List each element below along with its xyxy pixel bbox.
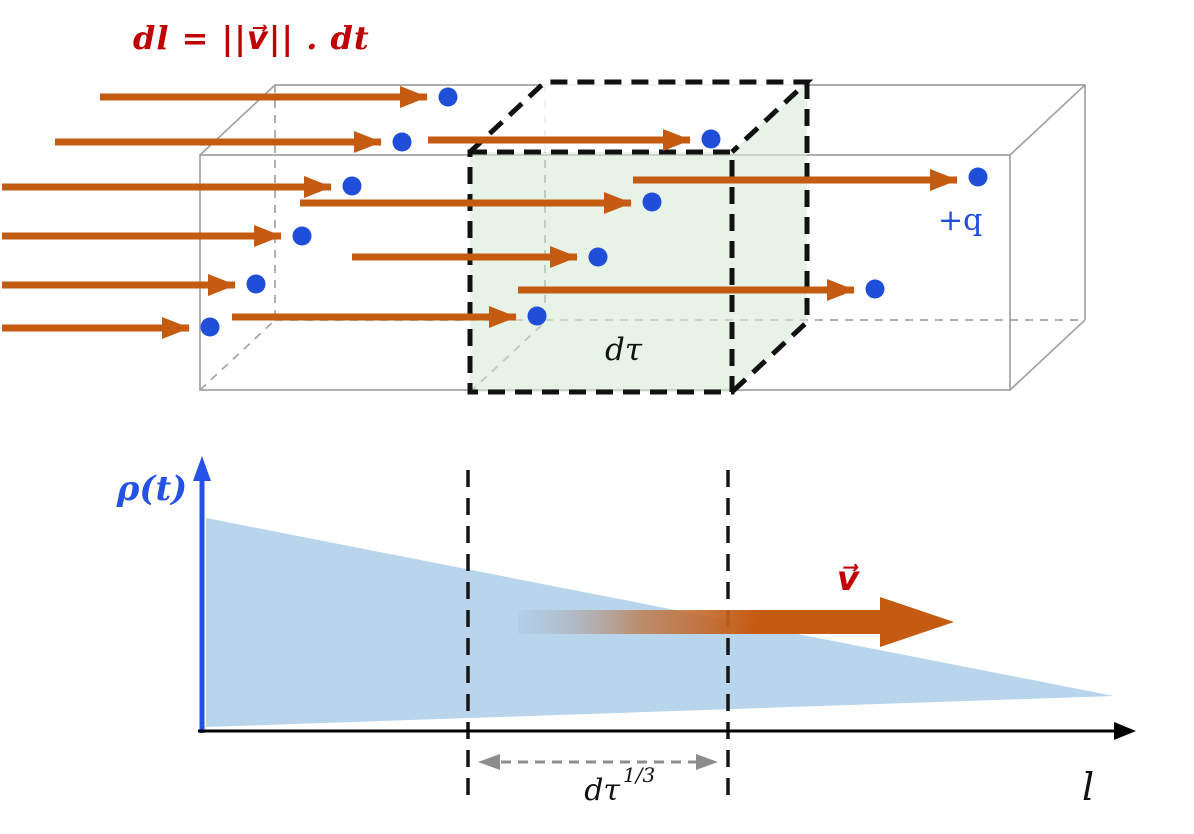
volume-cube-edges xyxy=(467,79,814,395)
charge-dots xyxy=(200,87,988,337)
charge-label: +q xyxy=(938,203,982,238)
width-label-sup: 1/3 xyxy=(623,763,655,787)
box-bottom-right-edge xyxy=(1009,319,1086,391)
cube-right-edges xyxy=(730,82,810,394)
charge-dot xyxy=(527,306,547,326)
width-arrowhead-right xyxy=(696,754,718,770)
charge-dot xyxy=(292,226,312,246)
box-hidden-diagonal-edge xyxy=(199,319,276,391)
charge-dot xyxy=(968,167,988,187)
y-axis xyxy=(193,456,211,733)
charge-dot xyxy=(701,129,721,149)
volume-label: dτ xyxy=(605,332,643,368)
volume-cube-faces xyxy=(470,82,807,392)
charge-dot xyxy=(342,176,362,196)
charge-dot xyxy=(200,317,220,337)
cube-front-face xyxy=(470,152,732,392)
velocity-arrows xyxy=(2,86,958,339)
y-axis-arrowhead xyxy=(193,456,211,481)
cube-top-face xyxy=(470,82,807,152)
box-top-right-edge xyxy=(1009,84,1086,156)
charge-dot xyxy=(246,274,266,294)
cube-right-face xyxy=(732,82,807,392)
charge-dot xyxy=(438,87,458,107)
cube-top-edges xyxy=(468,79,814,154)
x-axis-arrowhead xyxy=(1114,722,1136,740)
volume-width-markers xyxy=(466,470,730,806)
density-axis-label: ρ(t) xyxy=(116,469,188,509)
length-axis-label: l xyxy=(1082,765,1094,809)
width-label-base: dτ xyxy=(584,773,620,808)
width-arrowhead-left xyxy=(478,754,500,770)
x-axis xyxy=(198,722,1136,740)
charge-dot xyxy=(588,247,608,267)
width-double-arrow xyxy=(478,754,718,770)
charge-dot xyxy=(642,192,662,212)
cube-front-edges xyxy=(467,149,735,395)
velocity-gradient-arrow xyxy=(518,597,954,647)
flow-length-formula: dl = ||v⃗|| . dt xyxy=(133,19,370,57)
charge-dot xyxy=(865,279,885,299)
charge-dot xyxy=(392,132,412,152)
velocity-label: v⃗ xyxy=(837,559,861,599)
